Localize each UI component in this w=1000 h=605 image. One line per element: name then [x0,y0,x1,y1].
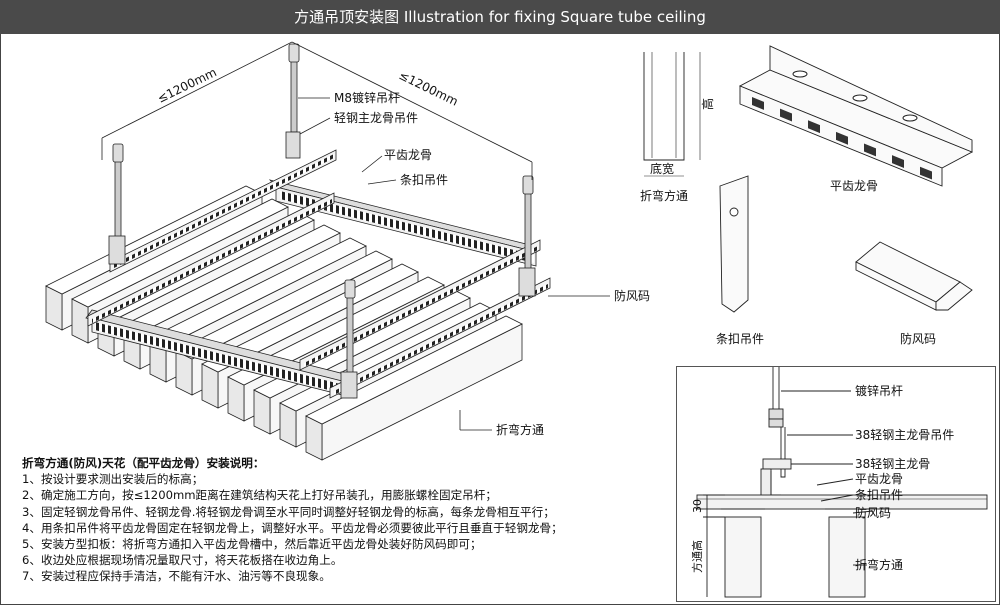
detail-clip-hanger-label: 条扣吊件 [855,488,903,502]
title-bar: 方通吊顶安装图 Illustration for fixing Square t… [0,0,1000,34]
keel-caption: 平齿龙骨 [830,179,878,193]
label-tooth-keel: 平齿龙骨 [384,148,432,162]
detail-rod-label: 镀锌吊杆 [855,384,903,398]
tooth-keel-left [87,149,337,327]
leaders [298,97,610,431]
hanger-rods [108,43,536,399]
main-keel-front [85,309,361,399]
part-folded-tube [643,52,701,177]
keel-tooth [864,143,876,157]
rod-front [340,279,358,399]
dim-left-label: ≤1200mm [155,65,219,106]
label-folded-tube: 折弯方通 [496,422,544,437]
keel-tooth [892,155,904,168]
main-keel-back [268,179,538,267]
wind-caption: 防风码 [900,331,936,346]
detail-dim-tube-height: 方通高 [690,540,704,573]
instruction-step: 2、确定施工方向，按≤1200mm距离在建筑结构天花上打好吊装孔，用膨胀螺栓固定… [22,488,497,503]
section-detail-panel: 镀锌吊杆 38轻钢主龙骨吊件 38轻钢主龙骨 平齿龙骨 条扣吊件 防风码 折弯方… [676,366,996,602]
rod-left [108,143,126,265]
tube-caption: 折弯方通 [640,188,688,203]
detail-tooth-keel-label: 平齿龙骨 [855,472,903,486]
assembly-drawing: ≤1200mm ≤1200mm M8镀锌吊杆 轻钢主龙骨吊件 平齿龙骨 条扣吊件… [45,41,974,461]
instruction-step: 6、收边处应根据现场情况量取尺寸，将天花板搭在收边角上。 [22,553,343,568]
folded-tube [305,315,523,461]
detail-wind-clip-label: 防风码 [855,505,891,520]
tube-width-label: 底宽 [650,161,674,176]
instruction-step: 7、安装过程应保持手清洁，不能有汗水、油污等不良现象。 [22,569,331,584]
instructions-title: 折弯方通(防风)天花（配平齿龙骨）安装说明： [22,456,265,470]
keel-tooth [808,120,820,134]
instruction-step: 4、用条扣吊件将平齿龙骨固定在轻钢龙骨上，调整好水平。平齿龙骨必须要彼此平行且垂… [22,520,563,535]
dim-right-label: ≤1200mm [397,68,461,109]
detail-dim-30: 30 [691,499,704,513]
instruction-step: 1、按设计要求测出安装后的标高； [22,472,204,487]
tube-height-label: 高 [700,98,715,110]
part-tooth-keel [738,45,974,187]
keel-tooth [920,166,932,180]
rod-right [518,175,536,297]
section-detail-drawing: 镀锌吊杆 38轻钢主龙骨吊件 38轻钢主龙骨 平齿龙骨 条扣吊件 防风码 折弯方… [690,367,988,598]
keel-tooth [780,108,792,122]
rod-back [285,43,301,159]
part-wind-clip [855,241,973,311]
keel-hole [902,114,918,122]
instruction-step: 3、固定轻钢龙骨吊件、轻钢龙骨.将轻钢龙骨调至水平同时调整好轻钢龙骨的标高，每条… [22,504,555,519]
tooth-keel-right [299,239,551,399]
detail-tube-label: 折弯方通 [855,557,903,572]
instruction-step: 5、安装方型扣板：将折弯方通扣入平齿龙骨槽中，然后靠近平齿龙骨处装好防风码即可； [22,537,482,552]
keel-tooth [752,97,764,110]
clip-caption: 条扣吊件 [716,332,764,346]
keel-holes [792,70,918,122]
label-clip-hanger: 条扣吊件 [400,173,448,187]
keel-teeth [752,97,932,180]
label-wind-clip: 防风码 [614,288,650,303]
part-clip-hanger [719,175,749,313]
detail-main-keel-label: 38轻钢主龙骨 [855,457,930,471]
installation-instructions: 折弯方通(防风)天花（配平齿龙骨）安装说明： 1、按设计要求测出安装后的标高； … [22,455,672,585]
keel-hole [792,70,808,78]
label-main-hanger: 轻钢主龙骨吊件 [334,111,418,125]
keel-tooth [836,131,848,145]
dimension-lines [101,41,533,180]
detail-main-hanger-label: 38轻钢主龙骨吊件 [855,428,954,442]
label-rod: M8镀锌吊杆 [334,91,400,105]
keel-hole [852,94,868,102]
